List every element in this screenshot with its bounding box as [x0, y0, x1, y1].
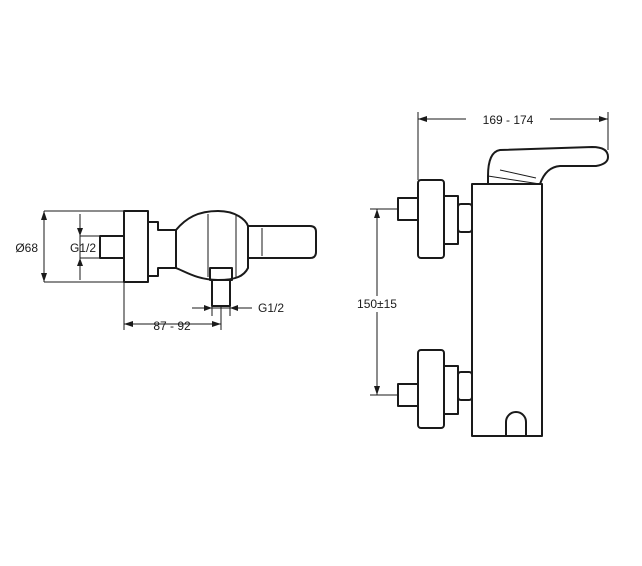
front-lever-handle — [487, 146, 609, 185]
front-bottom-nut — [457, 371, 473, 401]
front-bottom-flange — [417, 349, 445, 429]
side-inlet-pipe — [99, 235, 125, 259]
dim-87-arrow-right — [212, 321, 221, 327]
dim-68-arrow-bottom — [41, 273, 47, 282]
front-top-nut — [457, 203, 473, 233]
side-outlet-nut — [209, 267, 233, 281]
dim-g12-arrow-bottom — [77, 258, 83, 266]
front-shower-holder — [505, 411, 527, 437]
label-150: 150±15 — [357, 297, 397, 311]
front-lever-line-2 — [499, 169, 537, 179]
label-87-92: 87 - 92 — [153, 319, 191, 333]
side-outlet-pipe — [211, 279, 231, 307]
label-169-bg — [466, 111, 550, 127]
front-lever-line — [487, 175, 541, 185]
side-handle — [247, 225, 317, 259]
dim-87-arrow-left — [124, 321, 133, 327]
side-connector — [147, 221, 177, 277]
front-bottom-inlet — [397, 383, 419, 407]
label-dia-68: Ø68 — [15, 241, 38, 255]
dim-68-arrow-top — [41, 211, 47, 220]
dim-169-arrow-left — [418, 116, 427, 122]
side-view: Ø68 G1/2 G1/2 87 - 92 — [15, 210, 317, 333]
dim-g12b-arrow-left — [204, 305, 212, 311]
front-top-connector — [443, 195, 459, 245]
label-150-bg — [350, 296, 404, 312]
front-bottom-connector — [443, 365, 459, 415]
dim-150-arrow-top — [374, 209, 380, 218]
label-g12-left: G1/2 — [70, 241, 96, 255]
front-top-inlet — [397, 197, 419, 221]
side-valve-body — [175, 210, 249, 281]
front-view: 169 - 174 150±15 — [350, 111, 609, 437]
dim-150-arrow-bottom — [374, 386, 380, 395]
label-g12-bottom: G1/2 — [258, 301, 284, 315]
dim-169-arrow-right — [599, 116, 608, 122]
label-169-174: 169 - 174 — [483, 113, 534, 127]
front-main-body — [471, 183, 543, 437]
side-wall-flange — [123, 210, 149, 283]
front-top-flange — [417, 179, 445, 259]
dim-g12b-arrow-right — [230, 305, 238, 311]
dim-g12-arrow-top — [77, 228, 83, 236]
